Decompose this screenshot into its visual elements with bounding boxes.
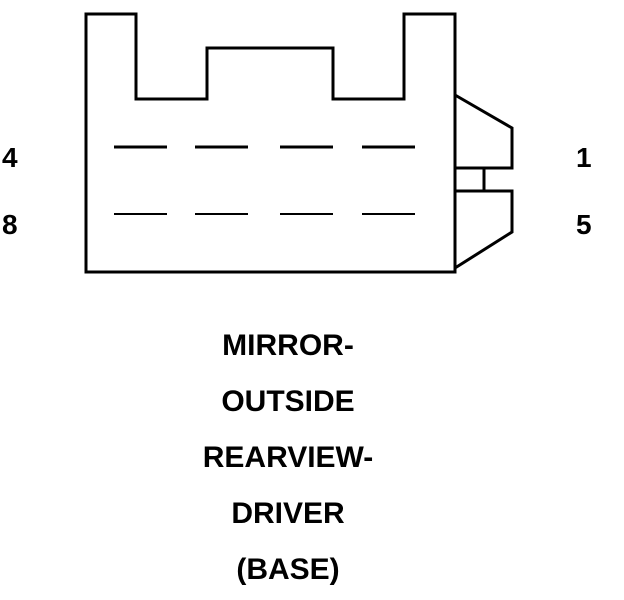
- connector-caption: MIRROR- OUTSIDE REARVIEW- DRIVER (BASE): [0, 318, 576, 598]
- pin-label-top-left: 4: [2, 142, 18, 173]
- caption-line: REARVIEW-: [202, 441, 374, 474]
- connector-body-outline: [84, 12, 457, 274]
- caption-line: DRIVER: [231, 497, 345, 530]
- connector-latch-lower: [454, 189, 514, 270]
- pin-label-bottom-left: 8: [2, 209, 18, 240]
- pin-label-top-right: 1: [576, 142, 592, 173]
- connector-latch-upper: [454, 93, 514, 170]
- caption-line: OUTSIDE: [221, 385, 355, 418]
- pin-label-bottom-right: 5: [576, 209, 592, 240]
- caption-line: (BASE): [236, 553, 340, 586]
- caption-line: MIRROR-: [222, 329, 354, 362]
